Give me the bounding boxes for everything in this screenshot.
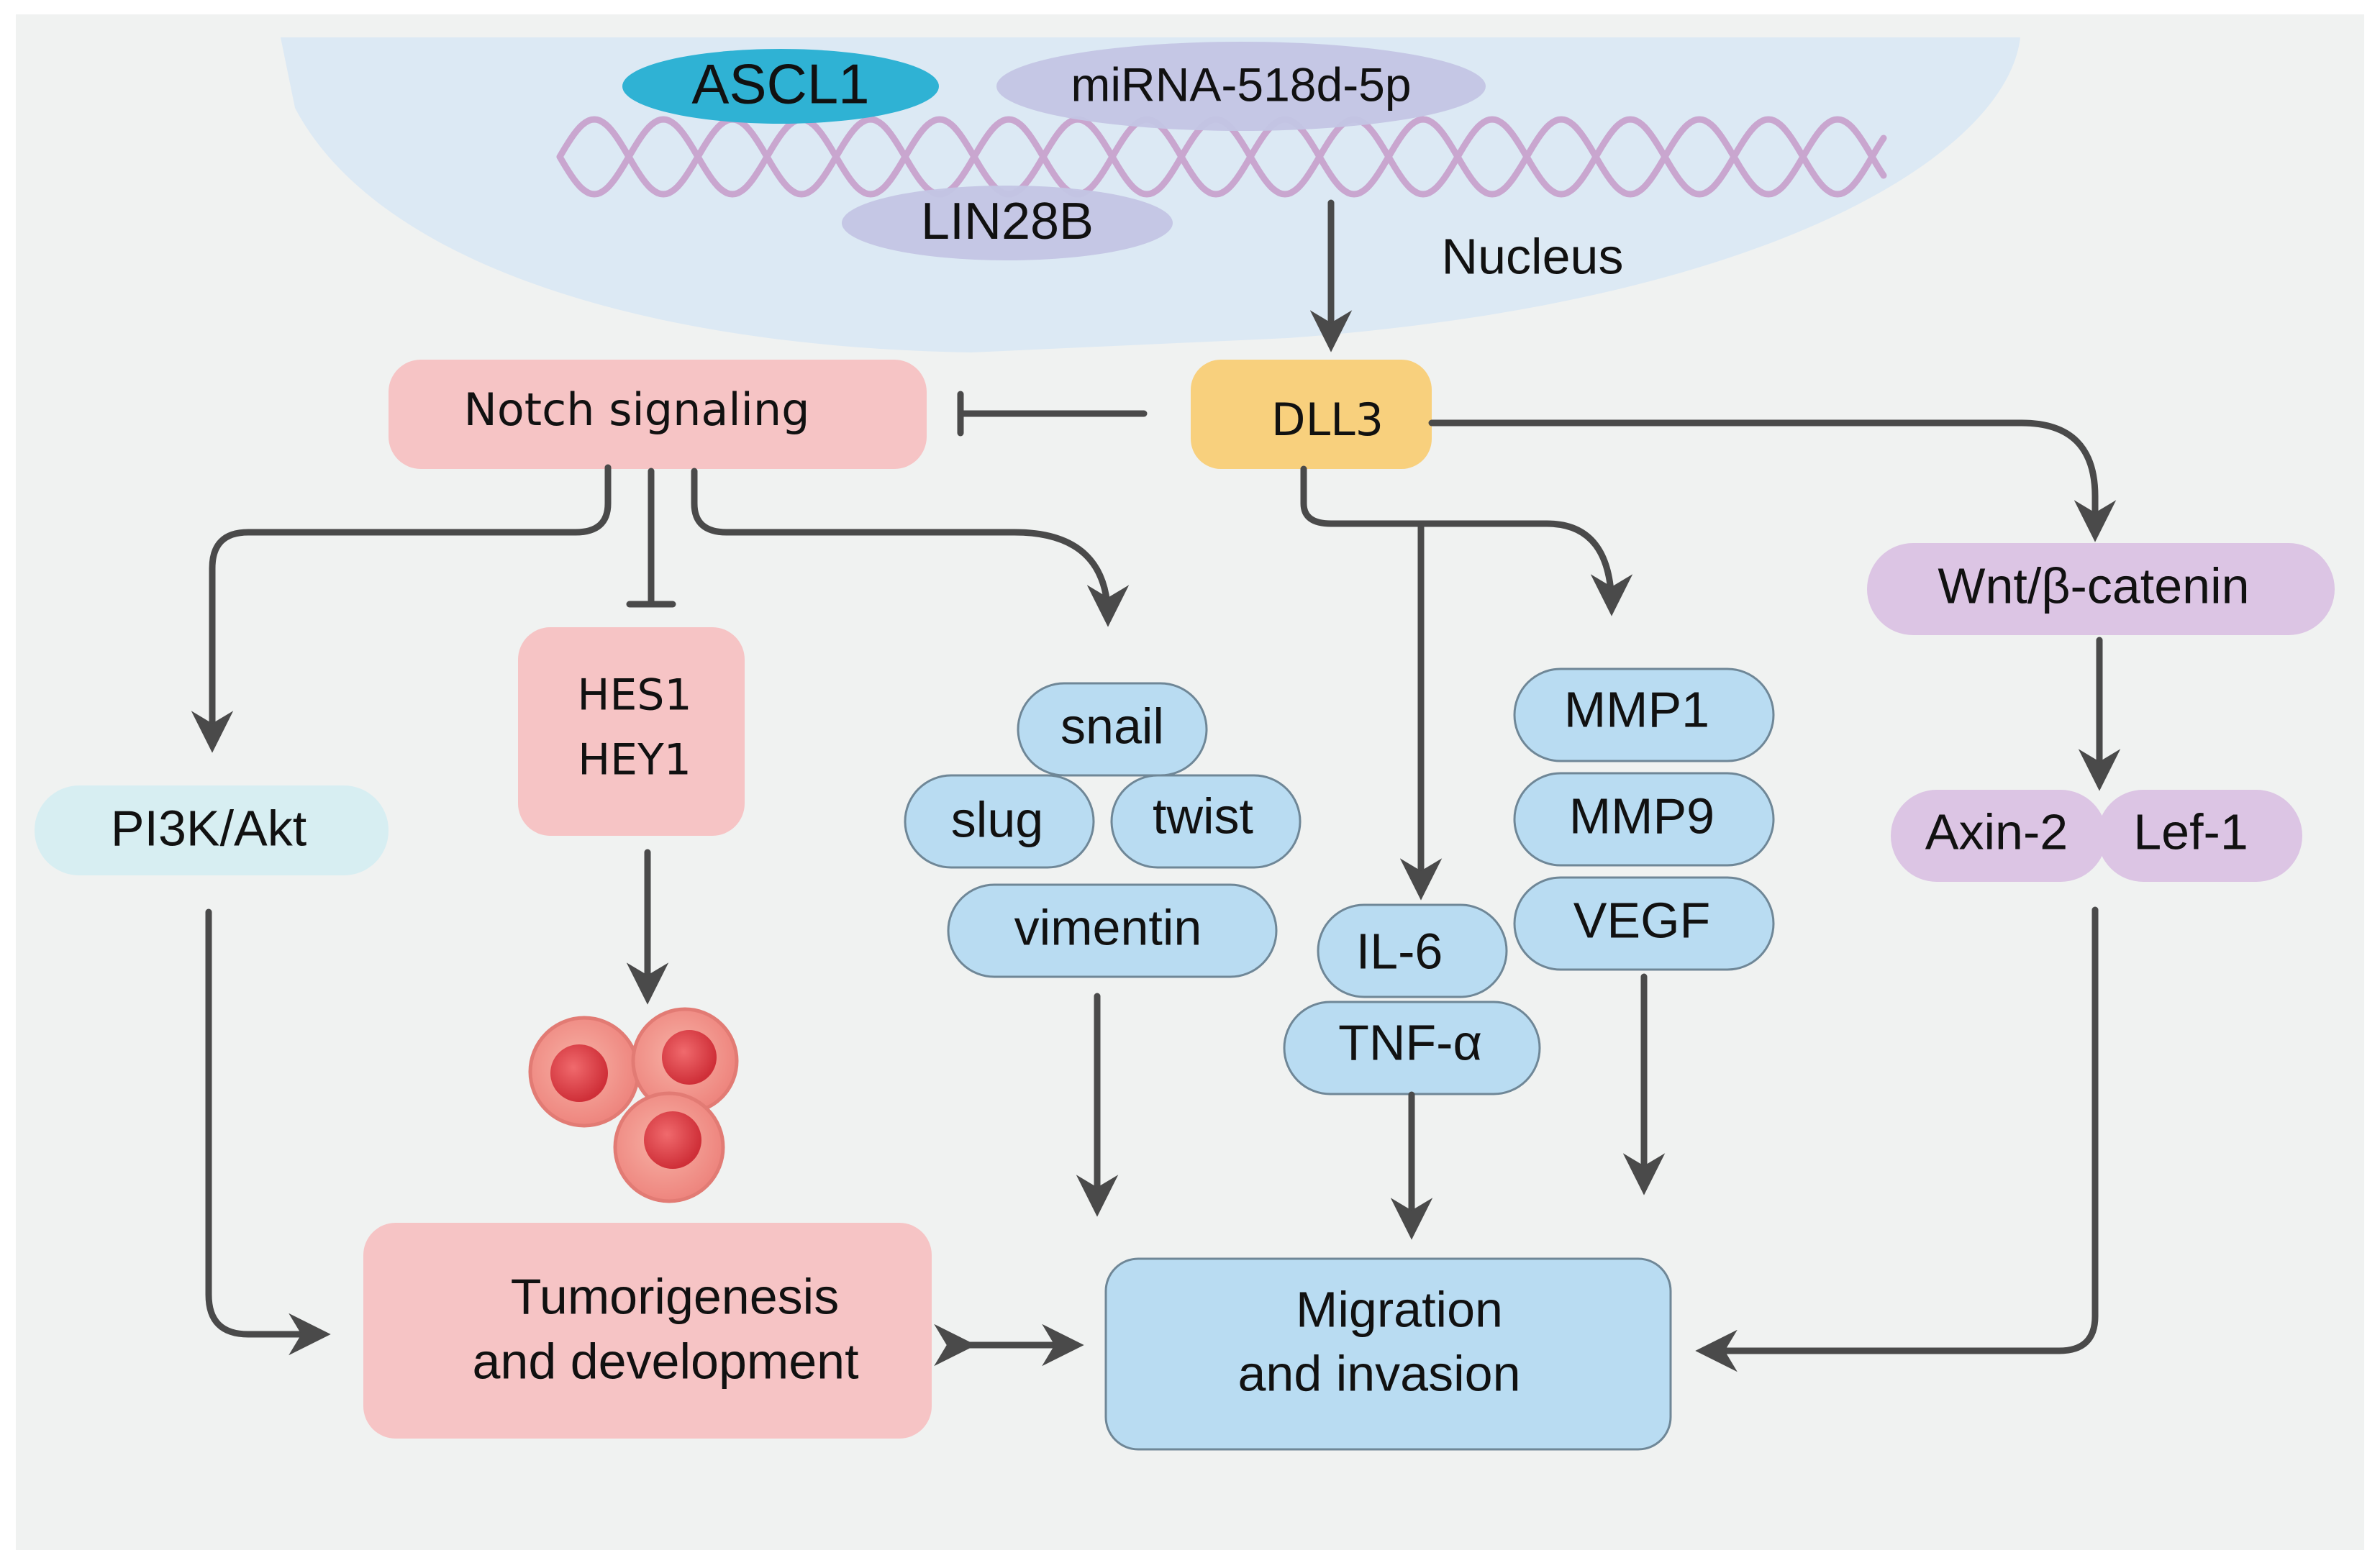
hes1-label: HES1: [577, 670, 691, 721]
lef1-label: Lef-1: [2133, 803, 2248, 860]
vegf-label: VEGF: [1573, 892, 1711, 948]
arrow-notch-to-snail: [691, 468, 1130, 627]
slug-label: slug: [951, 791, 1043, 847]
arrow-pi3k-to-tumorigenesis: [205, 908, 331, 1356]
tnf-alpha-label: TNF-α: [1338, 1014, 1482, 1070]
nucleus-label: Nucleus: [1442, 228, 1624, 284]
mmp1-label: MMP1: [1564, 681, 1709, 737]
wnt-beta-catenin-node: [1867, 543, 2335, 635]
tumorigenesis-line1: Tumorigenesis: [511, 1268, 839, 1324]
axin2-label: Axin-2: [1925, 803, 2068, 860]
ascl1-node: [622, 49, 939, 124]
mirna-label: miRNA-518d-5p: [1071, 58, 1411, 111]
arrow-dll3-to-mmp1: [1300, 465, 1633, 616]
dll3-label: DLL3: [1271, 393, 1384, 446]
migration-line2: and invasion: [1237, 1345, 1520, 1401]
tumorigenesis-line2: and development: [472, 1333, 858, 1389]
twist-label: twist: [1153, 788, 1253, 844]
migration-line1: Migration: [1296, 1281, 1503, 1337]
wnt-beta-catenin-label: Wnt/β-catenin: [1938, 557, 2249, 614]
arrow-axin-to-migration: [1695, 906, 2099, 1372]
hes1-hey1-node: [518, 627, 745, 836]
il6-label: IL-6: [1356, 923, 1443, 979]
tumor-cells-icon: [528, 1007, 739, 1203]
snail-label: snail: [1060, 698, 1164, 754]
migration-invasion-node: [1104, 1257, 1672, 1451]
lin28b-node: [842, 186, 1173, 260]
lef1-node: [2097, 790, 2302, 882]
notch-signaling-label: Notch signaling: [464, 383, 810, 436]
pi3k-akt-node: [35, 785, 389, 875]
twist-node: [1110, 774, 1302, 869]
mmp1-node: [1513, 667, 1775, 762]
axin2-node: [1891, 790, 2107, 882]
il6-node: [1317, 903, 1508, 998]
mmp9-node: [1513, 772, 1775, 867]
arrow-notch-to-pi3k: [191, 464, 612, 753]
vimentin-label: vimentin: [1014, 899, 1202, 955]
slug-node: [904, 774, 1095, 869]
notch-signaling-node: [389, 360, 927, 469]
vegf-node: [1513, 876, 1775, 971]
ascl1-label: ASCL1: [691, 53, 869, 116]
snail-node: [1017, 682, 1208, 777]
lin28b-label: LIN28B: [921, 193, 1094, 250]
tumorigenesis-node: [363, 1223, 932, 1439]
dll3-node: [1191, 360, 1432, 469]
mmp9-label: MMP9: [1569, 788, 1714, 844]
pi3k-akt-label: PI3K/Akt: [111, 800, 306, 856]
vimentin-node: [947, 883, 1278, 978]
arrow-dll3-to-wnt: [1428, 419, 2117, 542]
mirna-node: [996, 42, 1486, 131]
hey1-label: HEY1: [578, 735, 691, 785]
